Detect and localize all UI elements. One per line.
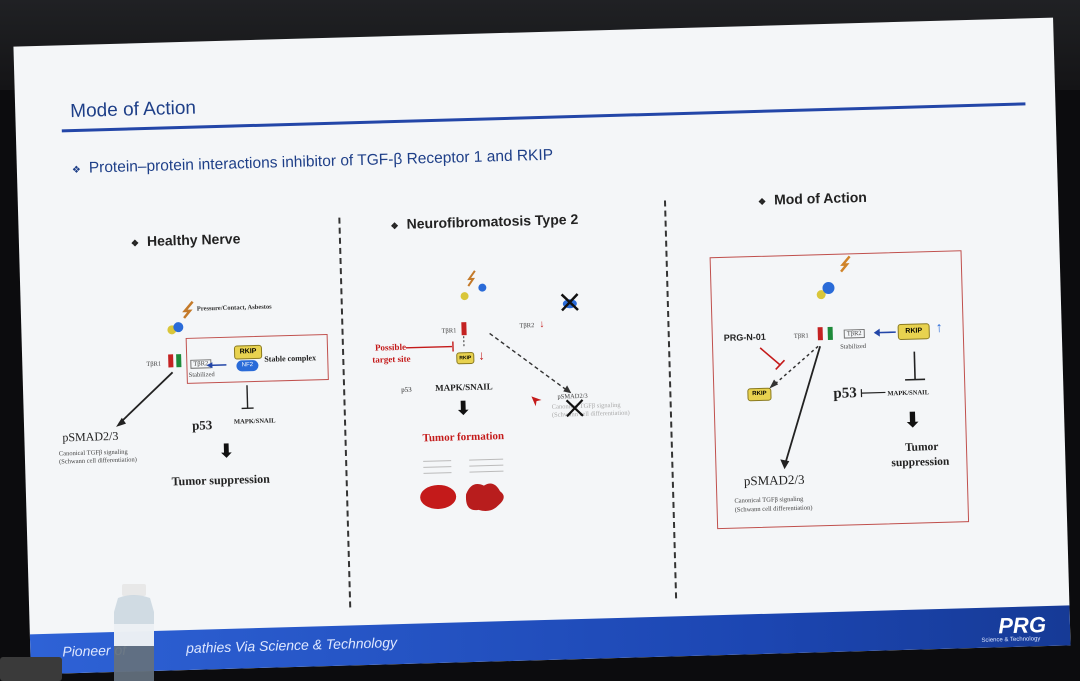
panel1-arrows: [116, 362, 254, 427]
footer-text-right: pathies Via Science & Technology: [185, 634, 398, 657]
projected-slide: Mode of Action ❖Protein–protein interact…: [13, 17, 1071, 675]
tumor-illustration: [420, 458, 504, 511]
panel2-arrows: [405, 332, 572, 394]
lightning-icon: [840, 255, 851, 273]
water-bottle: [114, 584, 154, 681]
prg-logo-sub: Science & Technology: [981, 636, 1041, 644]
pointer-icon: [531, 396, 542, 407]
lightning-icon: [182, 300, 194, 319]
cup: [0, 657, 62, 681]
lightning-icon: [467, 270, 476, 287]
panel3-arrows: [759, 328, 926, 470]
x-icon: [560, 293, 579, 312]
x-icon: [565, 399, 584, 418]
